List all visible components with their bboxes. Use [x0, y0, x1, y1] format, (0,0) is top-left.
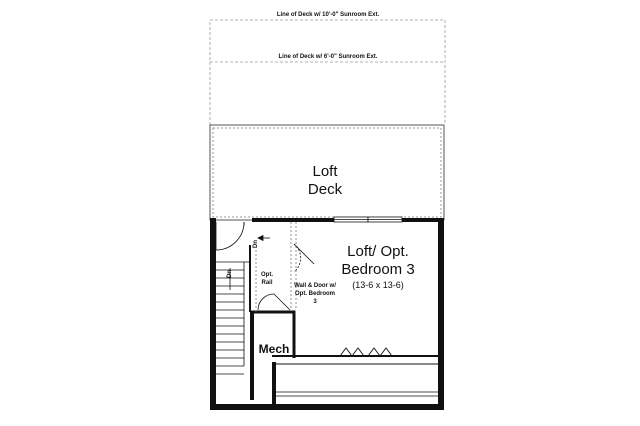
bedroom-label-line1: Loft/ Opt. [347, 243, 409, 260]
opt-rail-label-line2: Rail [261, 280, 273, 286]
interior-walls [249, 245, 438, 400]
bedroom-dimensions: (13-6 x 13-6) [352, 280, 404, 290]
closet-bifold-doors [339, 347, 393, 357]
optional-door-swing [293, 243, 315, 273]
sliding-door [333, 216, 403, 223]
deck-line-6ft-label: Line of Deck w/ 6'-0" Sunroom Ext. [278, 54, 378, 60]
entry-door-swing [215, 221, 245, 251]
stair-arrow-icon [257, 234, 270, 242]
wall-lower-divider [272, 362, 276, 406]
loft-deck-label-line1: Loft [312, 163, 338, 180]
staircase [216, 261, 250, 375]
wall-door-note: Wall & Door w/ Opt. Bedroom 3 [294, 283, 336, 305]
opt-rail-label-line1: Opt. [261, 272, 273, 278]
mech-label: Mech [258, 342, 290, 356]
bedroom-label-line2: Bedroom 3 [341, 261, 415, 278]
loft-deck-label-line2: Deck [307, 181, 343, 198]
stair-marker-upper: Dn [253, 240, 259, 248]
stair-marker-lower: Dn [227, 270, 233, 278]
wall-bottom [210, 404, 444, 410]
optional-wall [290, 222, 297, 310]
wall-left [210, 218, 216, 410]
deck-line-10ft [209, 19, 446, 125]
mech-door-swing [257, 293, 291, 311]
wall-right [438, 218, 444, 410]
deck-extension-lines [209, 19, 446, 125]
deck-line-10ft-label: Line of Deck w/ 10'-0" Sunroom Ext. [276, 12, 380, 18]
